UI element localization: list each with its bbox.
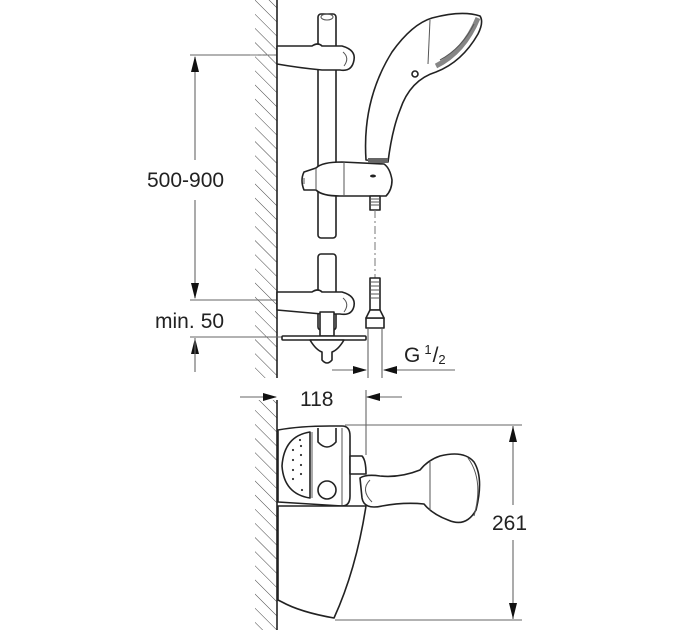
dimension-500-900	[191, 56, 199, 299]
dimension-261	[335, 424, 522, 621]
hose-connector	[365, 277, 385, 378]
wall-upper	[255, 0, 278, 378]
hand-shower	[364, 12, 483, 163]
bracket-reference-lines	[190, 54, 290, 338]
dimension-label-118: 118	[300, 388, 333, 411]
dimension-label-500-900: 500-900	[147, 169, 224, 192]
dimension-label-min-50: min.50	[155, 310, 224, 333]
plan-view-holder	[277, 425, 481, 524]
lower-wall-bracket	[276, 289, 356, 337]
holder-thread	[369, 195, 381, 211]
dimension-label-261: 261	[492, 512, 527, 535]
dimension-g-half	[332, 366, 455, 374]
spray-holes	[291, 438, 304, 492]
soap-dish-side	[281, 335, 367, 364]
dimension-min-50	[191, 338, 199, 372]
wall-lower	[255, 400, 278, 630]
upper-wall-bracket	[276, 43, 356, 72]
dimension-118	[240, 390, 402, 455]
plan-view-soap-dish	[277, 505, 367, 619]
sliding-holder	[301, 161, 393, 197]
